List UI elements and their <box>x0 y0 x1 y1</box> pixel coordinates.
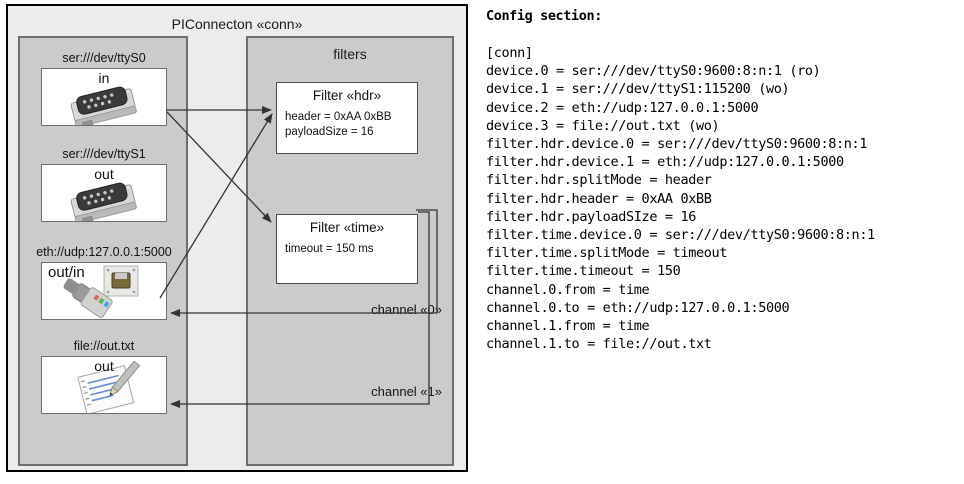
device-box-ttys0[interactable]: in <box>41 68 167 126</box>
ethernet-rj45-icon <box>42 263 166 319</box>
filter-prop: payloadSize = 16 <box>285 126 374 138</box>
filter-title-hdr: Filter «hdr» <box>312 88 382 103</box>
filter-card-hdr[interactable]: Filter «hdr» header = 0xAA 0xBB payloadS… <box>276 82 418 154</box>
filter-title-time: Filter «time» <box>309 220 385 235</box>
device-box-ttys1[interactable]: out <box>41 164 167 222</box>
text-file-icon <box>42 357 166 413</box>
filter-props-hdr: header = 0xAA 0xBB payloadSize = 16 <box>285 110 417 140</box>
device-box-eth[interactable]: out/in <box>41 262 167 320</box>
filter-card-time[interactable]: Filter «time» timeout = 150 ms <box>276 214 418 284</box>
device-label-ttys1: ser:///dev/ttyS1 <box>62 147 146 161</box>
channel-label-0: channel «0» <box>371 302 442 317</box>
filter-prop: timeout = 150 ms <box>285 243 374 255</box>
config-section: Config section: [conn] device.0 = ser://… <box>484 0 964 484</box>
config-body: [conn] device.0 = ser:///dev/ttyS0:9600:… <box>486 45 875 353</box>
device-label-file: file://out.txt <box>73 339 135 353</box>
filter-prop: header = 0xAA 0xBB <box>285 111 392 123</box>
device-group-ttys1: ser:///dev/ttyS1 out <box>28 146 180 222</box>
device-label-ttys0: ser:///dev/ttyS0 <box>62 51 146 65</box>
serial-db9-icon <box>42 69 166 125</box>
filter-props-time: timeout = 150 ms <box>285 242 417 257</box>
connection-diagram: PIConnecton «conn» ser:///dev/ttyS0 in <box>0 0 478 484</box>
device-group-ttys0: ser:///dev/ttyS0 in <box>28 50 180 126</box>
device-box-file[interactable]: out <box>41 356 167 414</box>
device-group-eth: eth://udp:127.0.0.1:5000 out/in <box>22 244 186 320</box>
config-heading: Config section: <box>486 8 602 24</box>
channel-label-1: channel «1» <box>371 384 442 399</box>
filters-panel-title: filters <box>333 46 367 62</box>
serial-db9-icon <box>42 165 166 221</box>
filters-panel: filters Filter «hdr» header = 0xAA 0xBB … <box>246 36 454 466</box>
device-label-eth: eth://udp:127.0.0.1:5000 <box>36 245 172 259</box>
devices-panel: ser:///dev/ttyS0 in <box>18 36 188 466</box>
diagram-title: PIConnecton «conn» <box>171 16 303 32</box>
device-group-file: file://out.txt out <box>28 338 180 414</box>
